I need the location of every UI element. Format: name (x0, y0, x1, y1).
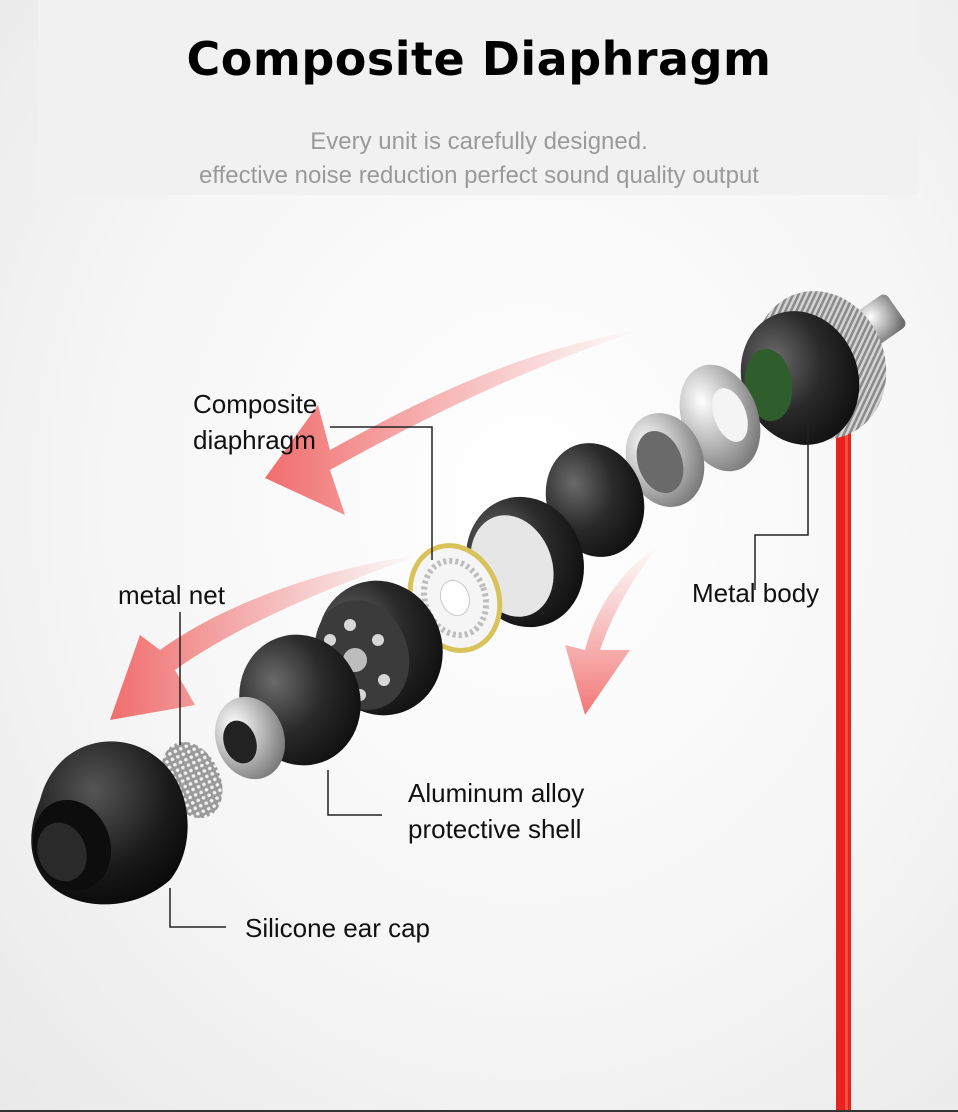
label-metal-body: Metal body (692, 578, 820, 608)
leader-composite-diaphragm (330, 426, 433, 560)
metal-body (740, 291, 906, 445)
steel-washer (679, 364, 761, 472)
label-aluminum-line2: protective shell (408, 814, 582, 844)
leader-lines (169, 420, 809, 928)
silicone-ear-cap (31, 741, 188, 905)
red-cable (836, 410, 851, 1112)
label-aluminum-line1: Aluminum alloy (408, 778, 585, 808)
subtitle-line-1: Every unit is carefully designed. (310, 128, 648, 155)
leader-metal-body (754, 420, 809, 590)
aluminum-shell (214, 634, 361, 780)
label-metal-net: metal net (118, 580, 225, 610)
page-title: Composite Diaphragm (186, 32, 772, 86)
bottom-border (0, 1110, 958, 1112)
label-composite-line2: diaphragm (193, 425, 316, 455)
airflow-arrow-left (110, 555, 420, 720)
leader-aluminum-shell (327, 770, 382, 816)
header-band (38, 0, 918, 195)
label-composite-line1: Composite (193, 389, 318, 419)
airflow-arrow-lower (565, 545, 660, 715)
leader-silicone-ear-cap (169, 888, 226, 928)
label-silicone-ear-cap: Silicone ear cap (245, 913, 430, 943)
subtitle-line-2: effective noise reduction perfect sound … (199, 162, 759, 189)
steel-spacer (625, 413, 705, 507)
